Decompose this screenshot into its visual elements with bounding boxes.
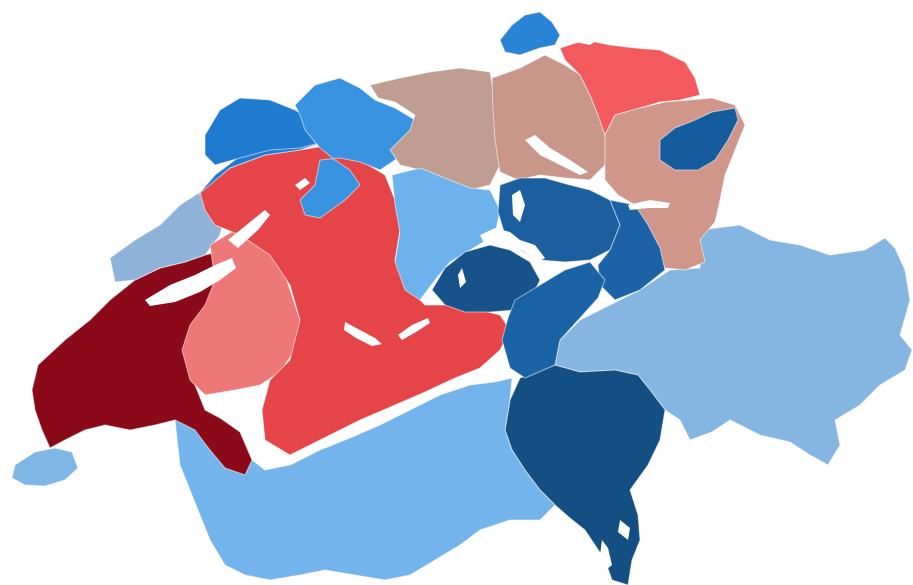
region-valais[interactable] [174, 377, 556, 581]
lake-geneva [145, 258, 236, 306]
lake-brienz [398, 318, 430, 340]
lake-maggiore [600, 540, 612, 570]
region-solothurn[interactable] [294, 77, 416, 219]
lake-zurich [525, 135, 588, 175]
region-thurgau[interactable] [559, 39, 701, 136]
lake-constance [575, 35, 600, 45]
region-geneva[interactable] [11, 447, 79, 487]
lake-lucerne [480, 228, 545, 262]
lake-neuchatel [228, 210, 270, 248]
lake-walen [628, 200, 670, 210]
lake-lugano [618, 520, 630, 540]
lake-thun [344, 322, 382, 346]
lake-biel [295, 178, 310, 190]
region-uri[interactable] [501, 261, 606, 379]
region-central-small[interactable] [431, 244, 541, 313]
region-appenzell[interactable] [659, 107, 739, 171]
lake-zug [512, 190, 525, 222]
region-bern[interactable] [199, 144, 511, 456]
region-glarus[interactable] [597, 199, 666, 301]
region-schaffhausen[interactable] [499, 11, 561, 56]
lake-sarnen [458, 268, 466, 288]
region-zug-schwyz[interactable] [497, 177, 621, 263]
